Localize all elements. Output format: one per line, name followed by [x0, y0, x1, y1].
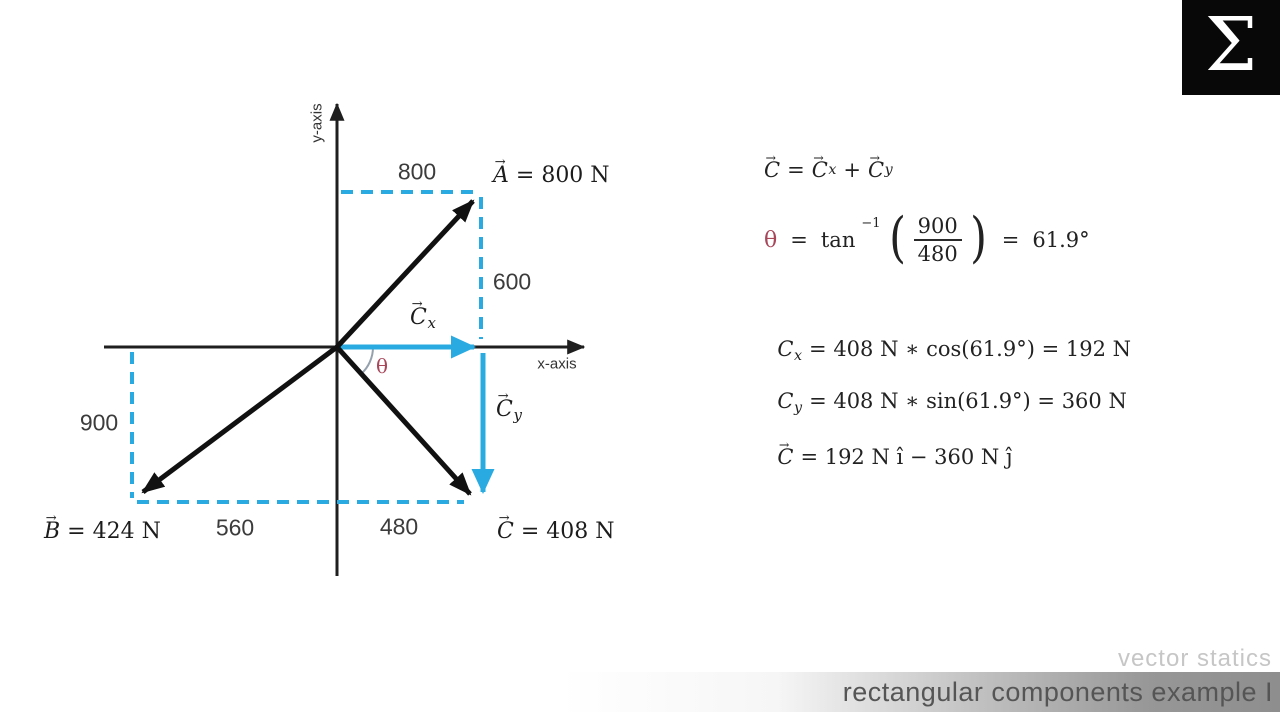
vector-hat-icon: →: [45, 510, 57, 526]
theta-angle-label: θ: [376, 354, 389, 378]
dim-600: 600: [492, 268, 532, 295]
sigma-glyph: Σ: [1204, 1, 1258, 88]
vector-b-arrow: [141, 344, 339, 495]
vector-a-label: →A = 800 N: [493, 154, 610, 188]
dim-800: 800: [397, 158, 437, 185]
vector-a-arrow: [335, 199, 475, 349]
equation-c-components: →C= 192 N î − 360 N ĵ: [777, 437, 1013, 469]
dim-560: 560: [215, 514, 255, 541]
diagram-canvas: [104, 102, 586, 576]
angle-arc: [360, 346, 375, 375]
video-title: rectangular components example I: [842, 677, 1273, 707]
x-axis-label: x-axis: [537, 355, 577, 373]
vector-hat-icon: →: [411, 296, 423, 312]
close-paren: ): [969, 206, 987, 269]
fraction: 900 480: [913, 214, 962, 266]
y-axis-label: y-axis: [308, 103, 326, 143]
equation-cx: Cx= 408 N ∗ cos(61.9°) = 192 N: [777, 337, 1131, 364]
vector-hat-icon: →: [494, 154, 506, 170]
series-watermark: vector statics: [1117, 645, 1272, 672]
equation-cy: Cy= 408 N ∗ sin(61.9°) = 360 N: [777, 389, 1127, 416]
vector-hat-icon: →: [778, 437, 790, 453]
vector-hat-icon: →: [869, 150, 881, 166]
open-paren: (: [888, 206, 906, 269]
dim-480: 480: [379, 513, 419, 540]
title-bar: rectangular components example I: [560, 672, 1280, 712]
theta-symbol: θ: [764, 227, 778, 253]
vector-cy-label: →Cy: [496, 388, 522, 425]
vector-diagram: y-axis x-axis 800 600 900 560 480 →A = 8…: [0, 0, 660, 600]
equation-theta: θ = tan −1 ( 900 480 ) = 61.9°: [764, 206, 1090, 269]
vector-hat-icon: →: [813, 150, 824, 166]
vector-hat-icon: →: [765, 150, 777, 166]
vector-hat-icon: →: [498, 510, 510, 526]
vector-cx-label: →Cx: [410, 296, 436, 333]
dim-900: 900: [79, 409, 119, 436]
sigma-logo: Σ: [1182, 0, 1280, 95]
vector-c-label: →C = 408 N: [497, 510, 615, 544]
vector-c-arrow: [335, 345, 472, 496]
vector-hat-icon: →: [497, 388, 509, 404]
vector-b-label: →B = 424 N: [44, 510, 161, 544]
